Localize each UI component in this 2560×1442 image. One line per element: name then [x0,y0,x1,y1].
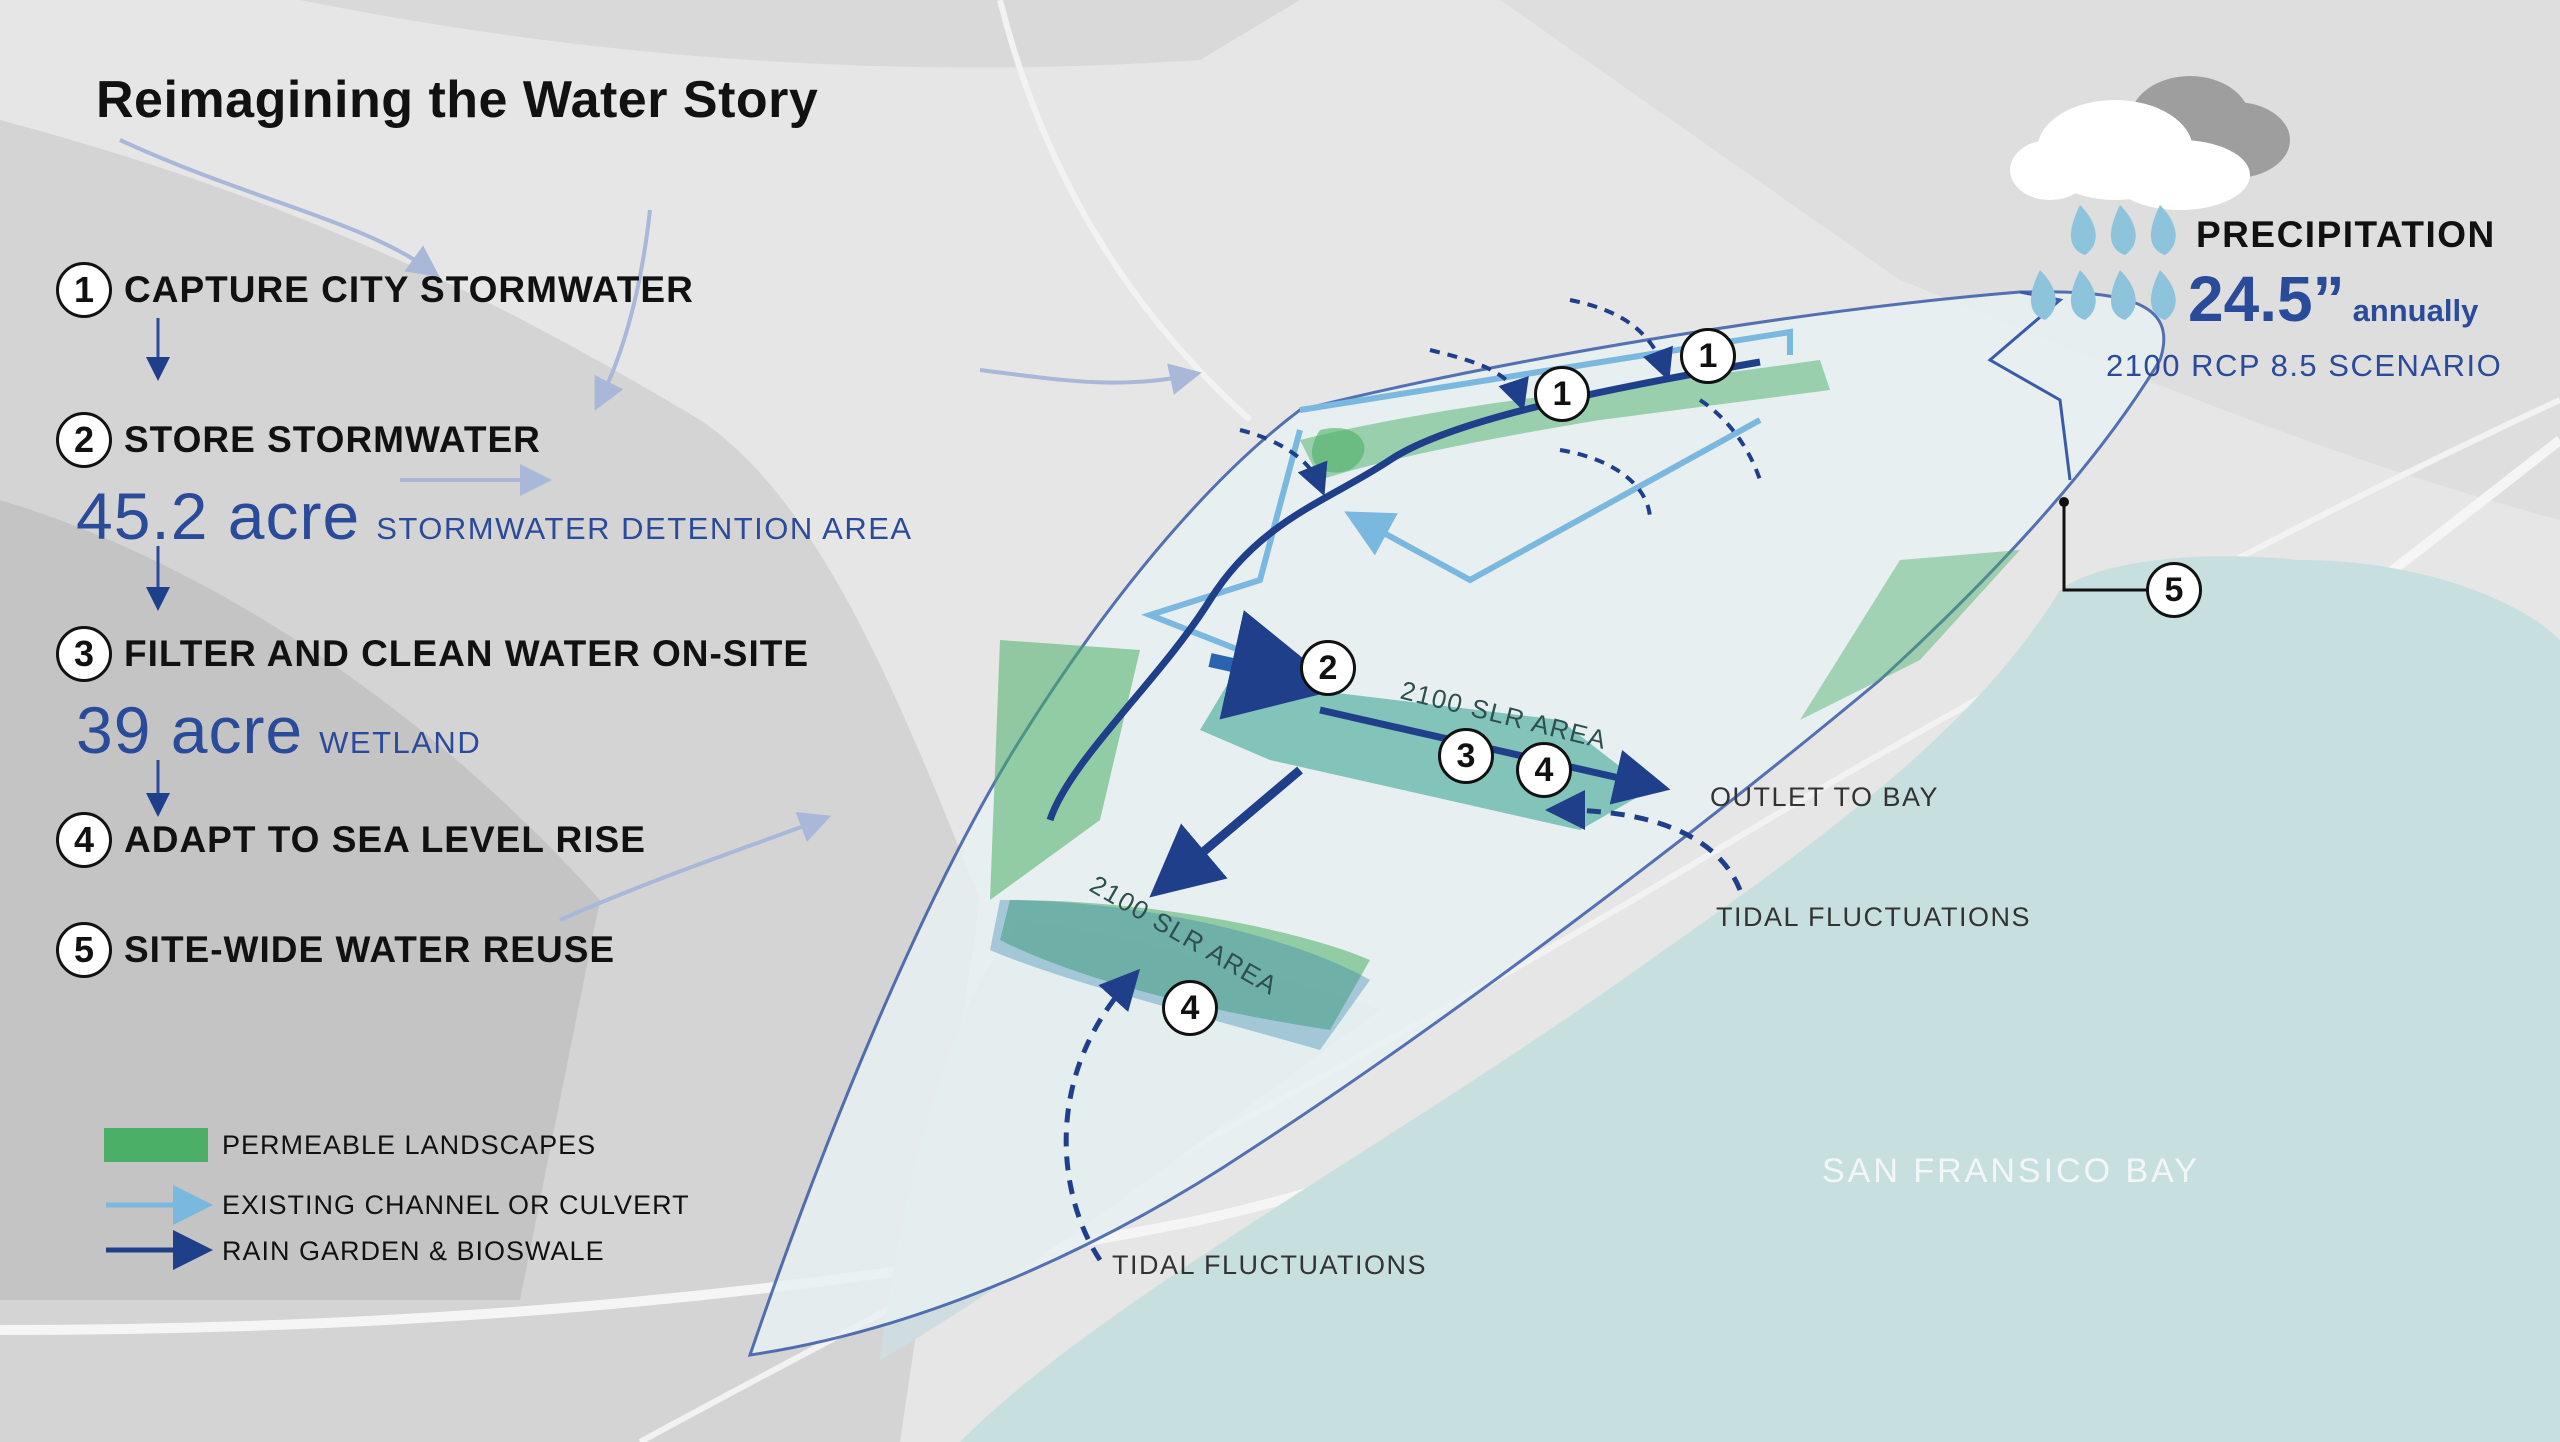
step-2: 2 STORE STORMWATER [56,412,541,468]
permeable-landscape [1800,550,2020,720]
permeable-landscape [990,640,1140,900]
step-number: 4 [56,812,112,868]
step-number: 2 [56,412,112,468]
step-label: CAPTURE CITY STORMWATER [124,269,694,310]
step-4: 4 ADAPT TO SEA LEVEL RISE [56,812,646,868]
step-3: 3 FILTER AND CLEAN WATER ON-SITE [56,626,809,682]
step-number: 1 [56,262,112,318]
inflow-dashed-arrow [1698,398,1762,481]
precipitation-scenario: 2100 RCP 8.5 SCENARIO [2106,348,2503,383]
upstream-flow-arrow [119,138,440,277]
existing-channel [1299,328,1793,413]
inflow-dashed-arrow [1239,428,1328,497]
wetland-value: 39 acre [76,693,304,767]
tidal-label-bottom: TIDAL FLUCTUATIONS [1112,1250,1428,1280]
slr-area-lower [990,900,1370,1050]
precipitation-unit: annually [2352,293,2479,328]
legend-permeable-label: PERMEABLE LANDSCAPES [222,1130,597,1160]
map-badge-capture: 1 [1534,366,1590,422]
step-1: 1 CAPTURE CITY STORMWATER [56,262,694,318]
outlet-label: OUTLET TO BAY [1710,782,1940,812]
permeable-landscape [1000,900,1370,1030]
step-label: ADAPT TO SEA LEVEL RISE [124,819,646,860]
storage-stat: 45.2 acre STORMWATER DETENTION AREA [76,478,913,554]
cloud-icon [2010,76,2290,210]
raindrop-icons [2030,205,2176,320]
step-label: FILTER AND CLEAN WATER ON-SITE [124,633,809,674]
inflow-dashed-arrow [1559,448,1652,521]
page-title: Reimagining the Water Story [96,71,819,129]
tidal-label-right: TIDAL FLUCTUATIONS [1716,902,2032,932]
upstream-flow-arrow [594,209,652,411]
tidal-dashed-arrow [1063,968,1141,1262]
map-badge-adapt: 4 [1162,980,1218,1036]
legend-existing-channel-label: EXISTING CHANNEL OR CULVERT [222,1190,690,1220]
existing-channel [1344,417,1762,584]
hillside-shading [1500,0,2560,520]
hillside-shading [300,0,1300,68]
map-badge-store: 2 [1300,640,1356,696]
step-label: STORE STORMWATER [124,419,541,460]
wetland-stat: 39 acre WETLAND [76,692,481,768]
inflow-dashed-arrow [1429,348,1529,412]
precipitation-value: 24.5” [2188,263,2345,335]
storage-value: 45.2 acre [76,479,361,553]
bay-label: SAN FRANSICO BAY [1822,1152,2200,1190]
bioswale-channel [1208,610,1341,720]
upstream-flow-arrow [559,812,832,922]
map-badge-reuse: 5 [2146,562,2202,618]
inflow-dashed-arrow [1569,298,1673,382]
legend-bioswale-label: RAIN GARDEN & BIOSWALE [222,1236,605,1266]
step-label: SITE-WIDE WATER REUSE [124,929,616,970]
wetland-unit: WETLAND [319,725,482,760]
precipitation-value-group: 24.5” annually [2188,262,2478,336]
map-badge-capture: 1 [1680,328,1736,384]
precipitation-title: PRECIPITATION [2196,214,2496,255]
bioswale-channel [1149,766,1303,898]
road [997,0,1253,423]
legend-permeable-swatch [104,1128,208,1162]
step-number: 5 [56,922,112,978]
step-5: 5 SITE-WIDE WATER REUSE [56,922,615,978]
bay-water [960,556,2560,1442]
upstream-flow-arrow [979,363,1202,395]
map-badge-filter: 3 [1438,728,1494,784]
reuse-point [2059,497,2069,507]
map-badge-adapt: 4 [1516,742,1572,798]
storage-unit: STORMWATER DETENTION AREA [376,511,913,546]
hillside-shading [0,500,600,1300]
step-number: 3 [56,626,112,682]
tidal-dashed-arrow [1545,790,1743,891]
reuse-leader-line [2062,502,2148,592]
